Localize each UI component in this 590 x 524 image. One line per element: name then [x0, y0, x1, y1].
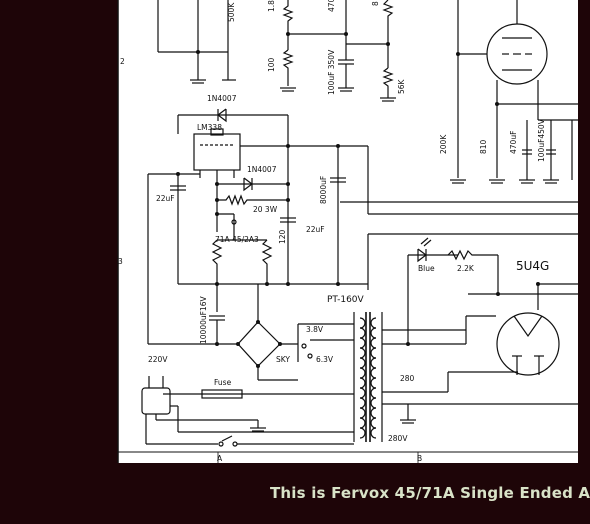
label-r-56k: 56K	[397, 78, 406, 94]
label-r-810: 810	[479, 139, 488, 154]
label-diode-top: 1N4007	[207, 94, 237, 103]
label-tap-6-3v: 6.3V	[316, 355, 334, 364]
label-hv-280v: 280V	[388, 434, 408, 443]
mains-input	[141, 376, 354, 447]
label-mains-220v: 220V	[148, 355, 168, 364]
label-fuse: Fuse	[214, 378, 232, 387]
label-500k: 500K	[227, 2, 236, 22]
regulator-block	[147, 108, 578, 344]
bridge-rectifier	[148, 284, 354, 381]
label-hv-280: 280	[400, 374, 415, 383]
label-cap-22uf-right: 22uF	[306, 225, 325, 234]
sheet-border	[117, 0, 578, 463]
col-mark-b: B	[417, 454, 422, 463]
label-c-470: 470	[327, 0, 336, 12]
label-diode-mid: 1N4007	[247, 165, 277, 174]
label-cap-8000uf: 8000uF	[319, 176, 328, 204]
label-tube-select: 71A 45/2A3	[215, 235, 259, 244]
label-tap-3-8v: 3.8V	[306, 325, 324, 334]
label-r-2-2k: 2.2K	[457, 264, 475, 273]
row-mark-3: 3	[118, 257, 123, 266]
label-r-20-3w: 20 3W	[253, 205, 278, 214]
hv-section	[367, 233, 578, 424]
label-r-1-8: 1.8	[267, 0, 276, 12]
label-transformer: PT-160V	[327, 295, 365, 305]
schematic-drawing: 2 3 A B	[117, 0, 578, 463]
overlay-caption: This is Fervox 45/71A Single Ended A	[270, 484, 590, 502]
schematic-sheet: 2 3 A B	[117, 0, 578, 463]
label-r-100: 100	[267, 57, 276, 72]
label-r-200k: 200K	[439, 134, 448, 154]
label-r-120: 120	[278, 229, 287, 244]
label-switch-sky: SKY	[276, 355, 290, 364]
label-c-100uf-350v: 100uF 350V	[327, 49, 336, 95]
label-lm338: LM338	[197, 123, 222, 132]
label-c-100uf-450v: 100uF450V	[537, 118, 546, 162]
power-transformer	[353, 312, 383, 442]
label-rectifier-tube: 5U4G	[516, 259, 549, 273]
label-cap-10000uf: 10000uF16V	[199, 296, 208, 344]
label-cap-22uf-left: 22uF	[156, 194, 175, 203]
col-mark-a: A	[217, 454, 223, 463]
label-c-470uf: 470uF	[509, 131, 518, 154]
row-mark-2: 2	[120, 57, 125, 66]
label-r-8: 8	[371, 1, 380, 6]
image-viewer: 2 3 A B	[117, 0, 590, 502]
input-stage	[157, 0, 578, 184]
label-led-blue: Blue	[418, 264, 435, 273]
